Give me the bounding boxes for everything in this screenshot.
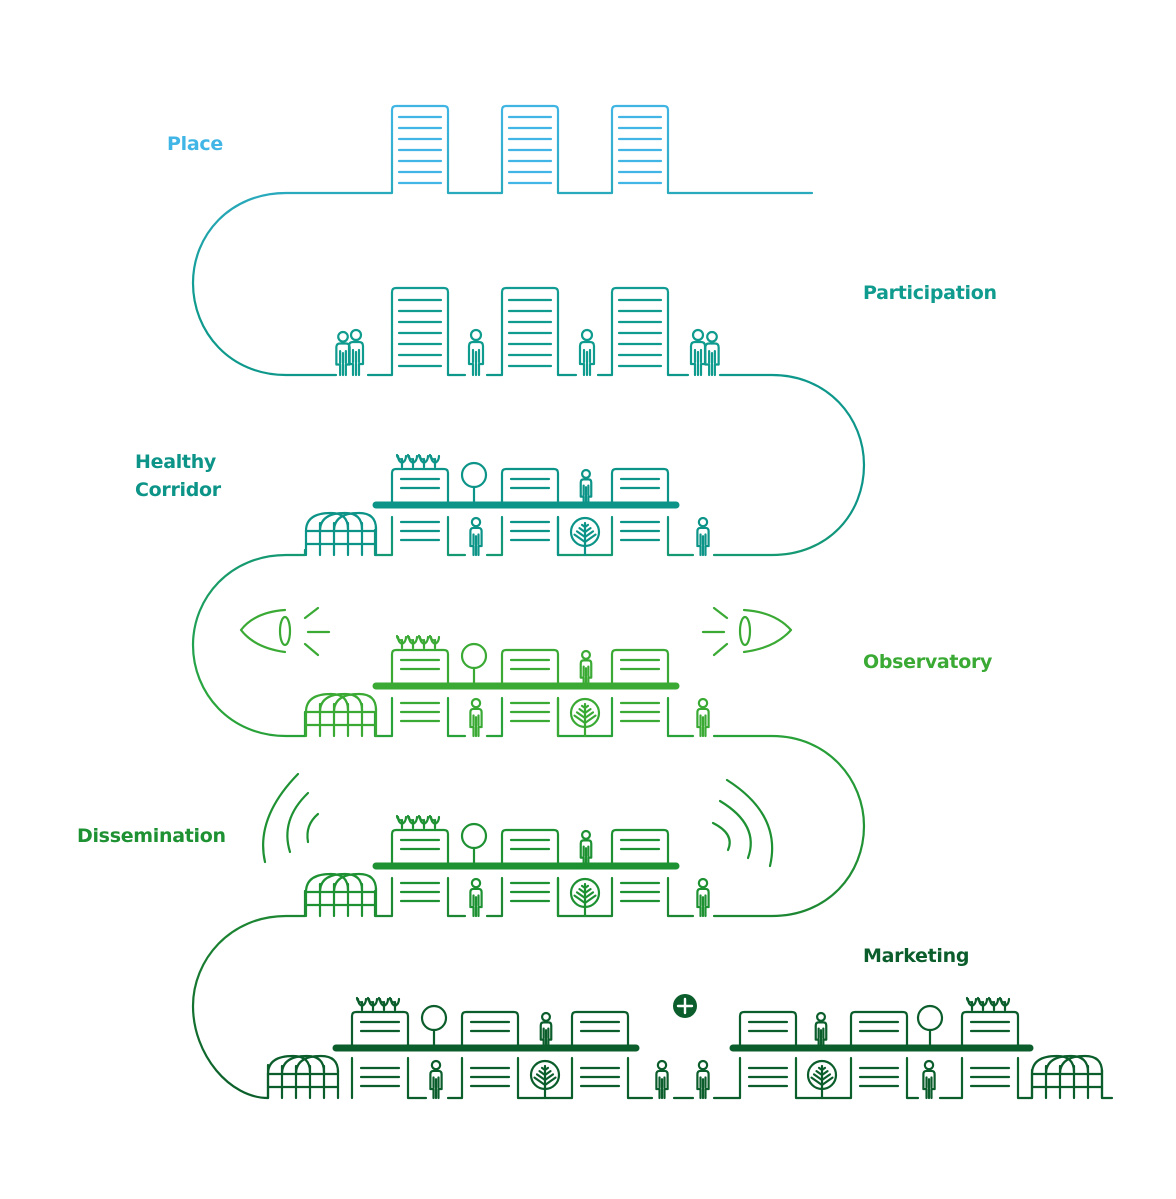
leaf-tree-icon [569,697,601,738]
person-icon [469,697,483,738]
person-icon [467,328,485,377]
person-icon [539,1011,553,1050]
person-icon [704,330,720,377]
row-participation [335,298,720,377]
winding-path [191,104,1114,1100]
tree-icon [460,461,488,507]
tree-icon [460,822,488,868]
plants-icon [965,996,1011,1012]
planter-module [960,1010,1020,1050]
person-icon [335,330,351,377]
row-observatory [239,606,793,738]
eye-icon [701,606,793,657]
leaf-tree-icon [569,516,601,557]
greenhouse-icon [266,1054,340,1100]
tree-icon [460,642,488,688]
stage-label-observatory: Observatory [863,651,993,673]
signal-waves-icon [711,778,774,868]
stage-label-dissemination: Dissemination [77,825,226,847]
planter-module [390,828,450,868]
planter-module [350,1010,410,1050]
leaf-tree-icon [806,1059,838,1100]
person-icon [696,877,710,918]
row-place [397,115,663,185]
plants-icon [395,634,441,650]
row-dissemination [262,772,774,918]
stage-label-participation: Participation [863,282,997,304]
plants-icon [355,996,401,1012]
person-icon [922,1059,936,1100]
person-icon [696,1059,710,1100]
tree-icon [916,1004,944,1050]
eye-icon [239,606,331,657]
person-icon [689,328,707,377]
planter-module [390,467,450,507]
sight-lines [701,606,729,657]
plus-badge-icon [673,994,697,1018]
module-icon [500,648,560,688]
stage-label-marketing: Marketing [863,945,970,967]
planter-module [390,648,450,688]
person-icon [347,328,365,377]
greenhouse-icon [304,511,378,557]
plants-icon [395,453,441,469]
module-icon [570,1010,630,1050]
person-icon [579,649,593,688]
person-icon [579,468,593,507]
person-icon [429,1059,443,1100]
greenhouse-icon [304,872,378,918]
module-icon [849,1010,909,1050]
module-icon [610,648,670,688]
tree-icon [420,1004,448,1050]
person-icon [579,829,593,868]
person-icon [814,1011,828,1050]
module-icon [460,1010,520,1050]
sight-lines [303,606,331,657]
leaf-tree-icon [529,1059,561,1100]
stage-label-healthy-corridor: Healthy Corridor [135,451,221,501]
module-icon [500,467,560,507]
row-marketing [266,994,1104,1100]
person-icon [469,516,483,557]
signal-waves-icon [262,772,320,864]
row-healthy-corridor [304,453,710,557]
person-icon [696,697,710,738]
greenhouse-icon [304,692,378,738]
leaf-tree-icon [569,877,601,918]
greenhouse-icon [1030,1054,1104,1100]
person-icon [655,1059,669,1100]
module-icon [610,467,670,507]
module-icon [500,828,560,868]
module-icon [610,828,670,868]
person-icon [469,877,483,918]
person-icon [696,516,710,557]
module-icon [738,1010,798,1050]
plants-icon [395,814,441,830]
person-icon [578,328,596,377]
stage-label-place: Place [167,133,223,155]
path-line [191,104,1114,1100]
